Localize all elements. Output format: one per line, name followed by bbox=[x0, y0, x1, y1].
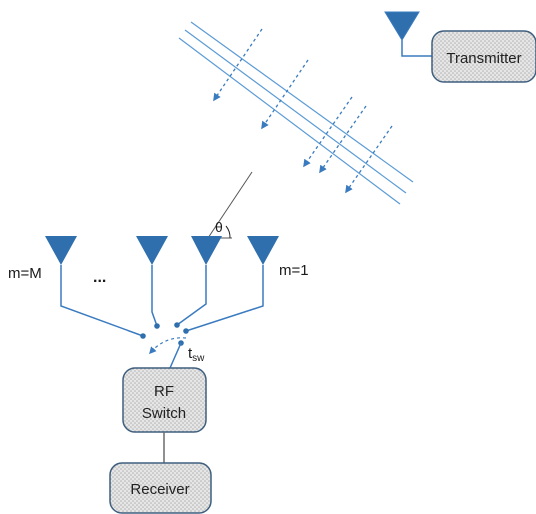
antenna-m-M-label: m=M bbox=[8, 265, 42, 282]
antenna-m-1-label: m=1 bbox=[279, 262, 309, 279]
transmitter-feed-line bbox=[401, 40, 432, 57]
tsw-label: tsw bbox=[188, 345, 205, 364]
switch-arm bbox=[169, 342, 182, 369]
switch-sweep-arrow bbox=[149, 337, 187, 355]
receiver-label: Receiver bbox=[130, 481, 189, 498]
antenna-m-1-icon bbox=[247, 236, 279, 265]
antenna-array bbox=[45, 236, 279, 265]
wavefront-lines bbox=[178, 21, 414, 205]
antenna-3-icon bbox=[191, 236, 222, 265]
receiver-box: Receiver bbox=[109, 462, 212, 514]
theta-label: θ bbox=[215, 219, 223, 235]
angle-indicator: θ bbox=[207, 171, 253, 239]
transmitter-antenna bbox=[384, 11, 432, 57]
feed-lines bbox=[60, 265, 264, 337]
rf-switch-label-line1: RF bbox=[154, 383, 174, 400]
antenna-m-M-icon bbox=[45, 236, 77, 265]
transmitter-antenna-icon bbox=[384, 11, 420, 41]
rf-switch-label-line2: Switch bbox=[142, 405, 186, 422]
propagation-arrows bbox=[213, 28, 393, 194]
rf-switch-box: RF Switch bbox=[122, 367, 207, 433]
transmitter-box: Transmitter bbox=[431, 30, 536, 83]
transmitter-label: Transmitter bbox=[446, 50, 521, 67]
switch-contacts bbox=[140, 322, 189, 346]
antenna-2-icon bbox=[136, 236, 168, 265]
ellipsis-label: ... bbox=[93, 269, 106, 286]
